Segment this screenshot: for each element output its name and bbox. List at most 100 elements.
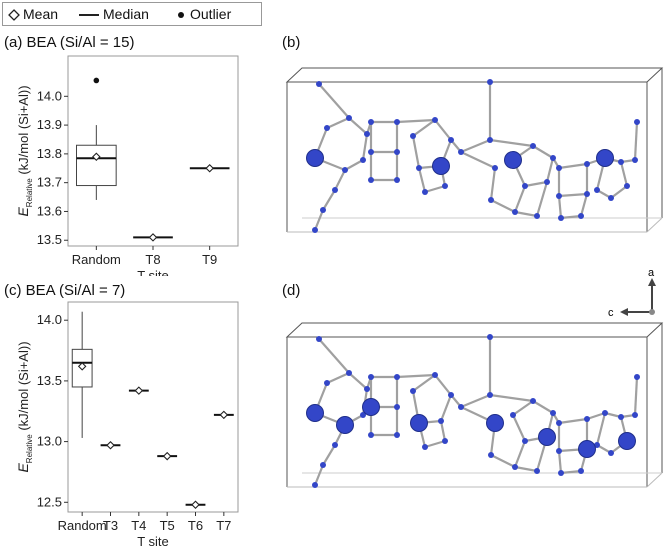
- framework-atom: [320, 207, 326, 213]
- framework-atom: [316, 81, 322, 87]
- framework-atom: [487, 79, 493, 85]
- framework-atom: [488, 197, 494, 203]
- aluminum-atom: [504, 151, 522, 169]
- legend: Mean Median Outlier: [2, 2, 262, 26]
- framework-atom: [394, 149, 400, 155]
- framework-atom: [458, 404, 464, 410]
- framework-bond: [411, 135, 421, 169]
- mean-marker: [106, 440, 115, 450]
- framework-atom: [442, 183, 448, 189]
- framework-atom: [410, 133, 416, 139]
- framework-bond: [439, 420, 447, 442]
- framework-bond: [412, 119, 436, 137]
- framework-atom: [550, 155, 556, 161]
- y-axis-label: ERelative (kJ/mol (Si+Al)): [15, 341, 34, 472]
- framework-atom: [422, 444, 428, 450]
- legend-outlier-label: Outlier: [190, 6, 232, 22]
- y-tick-label: 13.6: [37, 203, 62, 218]
- axis-a-arrowhead: [648, 278, 656, 286]
- framework-bond: [558, 192, 588, 198]
- framework-bond: [524, 180, 548, 188]
- plot-frame: [67, 301, 239, 513]
- aluminum-atom: [618, 432, 636, 450]
- axis-b-origin: [649, 309, 655, 315]
- framework-atom: [364, 131, 370, 137]
- framework-atom: [316, 336, 322, 342]
- median-line-icon: [79, 14, 99, 16]
- framework-atom: [332, 442, 338, 448]
- framework-atom: [368, 432, 374, 438]
- framework-bond: [545, 157, 555, 183]
- framework-atom: [320, 462, 326, 468]
- framework-atom: [487, 392, 493, 398]
- axis-a-label: a: [648, 267, 655, 279]
- framework-atom: [312, 482, 318, 488]
- framework-bond: [557, 450, 563, 474]
- framework-atom: [432, 117, 438, 123]
- framework-atom: [368, 177, 374, 183]
- framework-bond: [434, 374, 452, 396]
- framework-atom: [556, 165, 562, 171]
- framework-atom: [618, 414, 624, 420]
- framework-atom: [324, 380, 330, 386]
- unit-cell-top: [285, 322, 664, 338]
- zeolite-structure-b: [285, 67, 664, 233]
- framework-bond: [361, 133, 369, 161]
- framework-bond: [560, 214, 582, 220]
- framework-bond: [610, 185, 628, 199]
- aluminum-atom: [306, 149, 324, 167]
- framework-bond: [490, 199, 516, 213]
- aluminum-atom: [578, 440, 596, 458]
- x-tick-label: T7: [216, 518, 231, 533]
- framework-bond: [318, 338, 350, 374]
- panel-b-label: (b): [282, 34, 301, 51]
- axis-c-label: c: [608, 307, 614, 319]
- mean-marker: [205, 163, 214, 173]
- mean-marker: [134, 386, 144, 395]
- x-tick-label: Random: [72, 252, 121, 267]
- framework-atom: [558, 470, 564, 476]
- framework-atom: [416, 165, 422, 171]
- framework-bond: [619, 161, 629, 187]
- aluminum-atom: [596, 149, 614, 167]
- framework-atom: [530, 398, 536, 404]
- framework-atom: [312, 227, 318, 233]
- framework-bond: [560, 469, 582, 475]
- x-axis-label: T site: [137, 268, 169, 276]
- unit-cell-top: [285, 67, 664, 83]
- framework-atom: [346, 115, 352, 121]
- framework-atom: [368, 149, 374, 155]
- framework-atom: [368, 119, 374, 125]
- framework-atom: [394, 177, 400, 183]
- aluminum-atom: [336, 416, 354, 434]
- framework-bond: [322, 444, 336, 466]
- framework-atom: [488, 452, 494, 458]
- framework-atom: [510, 412, 516, 418]
- x-tick-label: T5: [160, 518, 175, 533]
- framework-atom: [534, 213, 540, 219]
- framework-bond: [424, 184, 446, 194]
- x-tick-label: Random: [58, 518, 107, 533]
- y-tick-label: 13.9: [37, 117, 62, 132]
- framework-bond: [344, 159, 364, 171]
- panel-a-title: (a) BEA (Si/Al = 15): [4, 34, 135, 51]
- framework-bond: [532, 145, 554, 159]
- framework-atom: [422, 189, 428, 195]
- framework-bond: [579, 193, 589, 217]
- framework-atom: [608, 450, 614, 456]
- framework-atom: [632, 157, 638, 163]
- y-tick-label: 13.7: [37, 175, 62, 190]
- framework-atom: [556, 420, 562, 426]
- framework-bond: [434, 119, 452, 141]
- framework-atom: [364, 386, 370, 392]
- framework-atom: [394, 374, 400, 380]
- framework-atom: [438, 418, 444, 424]
- axes-indicator: a c: [608, 267, 656, 319]
- framework-bond: [514, 465, 538, 473]
- framework-atom: [556, 448, 562, 454]
- framework-bond: [326, 371, 350, 385]
- mean-marker: [162, 451, 172, 461]
- framework-bond: [513, 185, 527, 213]
- framework-bond: [512, 400, 534, 416]
